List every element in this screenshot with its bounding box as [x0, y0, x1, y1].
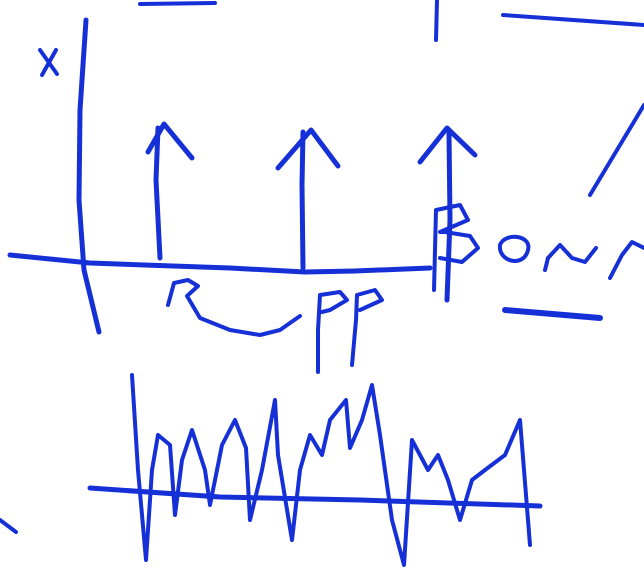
letter-r-scribble	[166, 278, 302, 337]
horizontal-axis	[7, 252, 433, 275]
pos-annotation-scribble	[432, 203, 644, 292]
ink-strokes	[0, 0, 644, 567]
top-mid-tick	[434, 0, 439, 42]
impulse-arrow-1	[145, 121, 195, 261]
noise-signal-scribble	[130, 373, 532, 567]
underline-stroke	[502, 307, 603, 321]
impulse-arrow-3	[417, 125, 478, 303]
right-diagonal-line	[588, 103, 644, 197]
x-axis-label-mark	[38, 48, 59, 77]
top-right-line	[501, 13, 644, 27]
lower-left-mark	[0, 518, 18, 534]
letter-pp-scribble	[316, 288, 384, 374]
impulse-arrow-2	[275, 127, 341, 271]
vertical-axis	[76, 17, 102, 335]
top-left-fragment	[138, 1, 217, 6]
lower-horizontal-axis	[87, 485, 543, 509]
